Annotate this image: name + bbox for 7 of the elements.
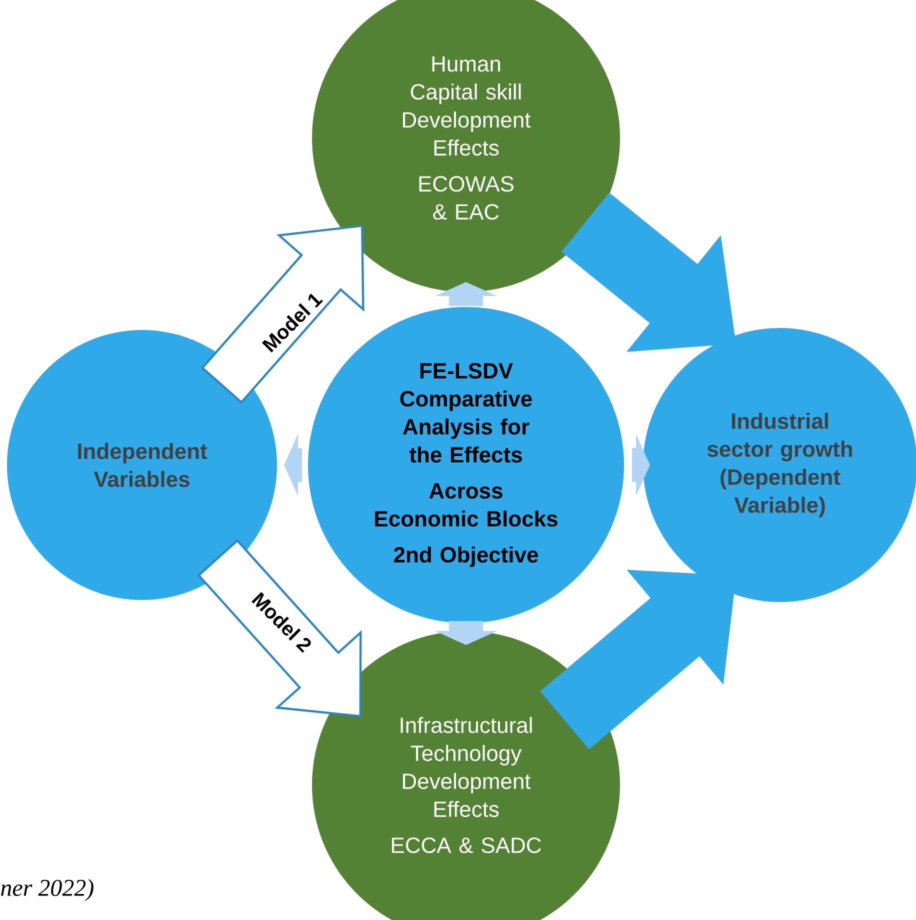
block-arrow [632, 434, 650, 496]
block-arrow [435, 282, 497, 306]
block-arrow [284, 434, 302, 496]
block-arrow [540, 570, 736, 750]
block-arrow [435, 621, 497, 645]
block-arrow [561, 192, 736, 352]
source-note: ner 2022) [1, 879, 94, 901]
